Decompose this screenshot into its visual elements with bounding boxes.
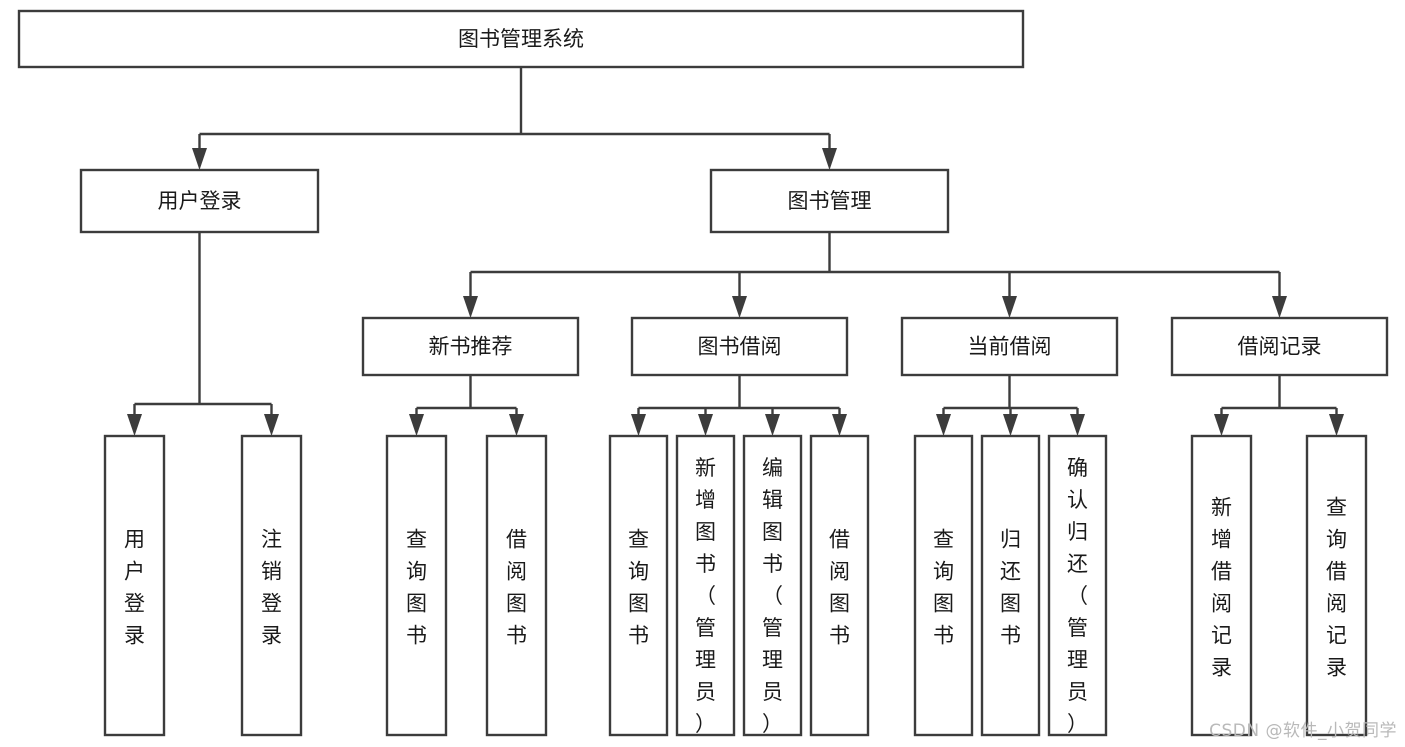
node-box-leaf-add-record[interactable]	[1190, 434, 1253, 737]
node-user-login[interactable]: 用户登录	[79, 168, 320, 234]
node-leaf-query-record[interactable]: 查询借阅记录	[1305, 434, 1368, 737]
node-leaf-return-book[interactable]: 归还图书	[980, 434, 1041, 737]
node-box-leaf-return-book[interactable]	[980, 434, 1041, 737]
node-root[interactable]: 图书管理系统	[17, 9, 1025, 69]
node-box-leaf-add-book[interactable]	[675, 434, 736, 737]
node-leaf-edit-book[interactable]: 编辑图书（管理员）	[742, 434, 803, 737]
node-leaf-add-record[interactable]: 新增借阅记录	[1190, 434, 1253, 737]
arrow-head-leaf-query-book-rec	[409, 414, 424, 436]
node-leaf-borrow-book-b[interactable]: 借阅图书	[809, 434, 870, 737]
arrow-head-leaf-query-book-c	[936, 414, 951, 436]
arrow-head-leaf-user-login	[127, 414, 142, 436]
node-label-leaf-logout: 注销登录	[261, 527, 282, 647]
node-label-leaf-add-record: 新增借阅记录	[1211, 495, 1232, 679]
node-box-leaf-confirm-return[interactable]	[1047, 434, 1108, 737]
node-leaf-logout[interactable]: 注销登录	[240, 434, 303, 737]
node-leaf-query-book-c[interactable]: 查询图书	[913, 434, 974, 737]
node-label-leaf-return-book: 归还图书	[1000, 527, 1021, 647]
node-label-new-book-rec: 新书推荐	[429, 335, 513, 359]
node-label-leaf-query-book-b: 查询图书	[628, 527, 649, 647]
arrow-head-leaf-borrow-book-b	[832, 414, 847, 436]
arrow-head-leaf-add-record	[1214, 414, 1229, 436]
arrow-head-leaf-confirm-return	[1070, 414, 1085, 436]
connector-group-book-manage	[463, 232, 1287, 318]
node-leaf-borrow-book-rec[interactable]: 借阅图书	[485, 434, 548, 737]
csdn-watermark: CSDN @软件_小贺同学	[1209, 721, 1397, 741]
node-box-leaf-logout[interactable]	[240, 434, 303, 737]
arrow-head-book-borrow	[732, 296, 747, 318]
node-new-book-rec[interactable]: 新书推荐	[361, 316, 580, 377]
connector-group-new-book-rec	[409, 375, 524, 436]
node-label-leaf-borrow-book-b: 借阅图书	[829, 527, 850, 647]
node-box-current-borrow[interactable]	[900, 316, 1119, 377]
node-box-leaf-user-login[interactable]	[103, 434, 166, 737]
node-label-leaf-user-login: 用户登录	[124, 527, 145, 647]
node-label-leaf-query-record: 查询借阅记录	[1326, 495, 1347, 679]
node-box-leaf-borrow-book-b[interactable]	[809, 434, 870, 737]
node-box-new-book-rec[interactable]	[361, 316, 580, 377]
node-box-book-manage[interactable]	[709, 168, 950, 234]
node-leaf-user-login[interactable]: 用户登录	[103, 434, 166, 737]
node-box-root[interactable]	[17, 9, 1025, 69]
arrow-head-leaf-borrow-book-rec	[509, 414, 524, 436]
arrow-head-leaf-logout	[264, 414, 279, 436]
arrow-head-book-manage	[822, 148, 837, 170]
arrow-head-new-book-rec	[463, 296, 478, 318]
node-label-book-manage: 图书管理	[788, 189, 872, 213]
node-book-borrow[interactable]: 图书借阅	[630, 316, 849, 377]
arrow-head-user-login	[192, 148, 207, 170]
arrow-head-leaf-return-book	[1003, 414, 1018, 436]
node-box-book-borrow[interactable]	[630, 316, 849, 377]
node-box-leaf-edit-book[interactable]	[742, 434, 803, 737]
node-label-current-borrow: 当前借阅	[968, 335, 1052, 359]
connectors-layer	[127, 67, 1344, 436]
node-book-manage[interactable]: 图书管理	[709, 168, 950, 234]
node-leaf-confirm-return[interactable]: 确认归还（管理员）	[1047, 434, 1108, 737]
node-label-leaf-add-book: 新增图书（管理员）	[695, 456, 716, 736]
node-box-leaf-query-book-b[interactable]	[608, 434, 669, 737]
node-label-leaf-query-book-c: 查询图书	[933, 527, 954, 647]
arrow-head-current-borrow	[1002, 296, 1017, 318]
arrow-head-leaf-query-book-b	[631, 414, 646, 436]
node-box-leaf-query-book-rec[interactable]	[385, 434, 448, 737]
node-leaf-query-book-b[interactable]: 查询图书	[608, 434, 669, 737]
arrow-head-leaf-edit-book	[765, 414, 780, 436]
connector-group-borrow-record	[1214, 375, 1344, 436]
node-label-root: 图书管理系统	[458, 27, 584, 51]
connector-group-root	[192, 67, 837, 170]
nodes-layer: 图书管理系统用户登录图书管理新书推荐图书借阅当前借阅借阅记录用户登录注销登录查询…	[17, 9, 1389, 737]
node-current-borrow[interactable]: 当前借阅	[900, 316, 1119, 377]
connector-group-user-login	[127, 232, 279, 436]
node-box-leaf-query-book-c[interactable]	[913, 434, 974, 737]
connector-group-book-borrow	[631, 375, 847, 436]
node-label-book-borrow: 图书借阅	[698, 335, 782, 359]
node-leaf-add-book[interactable]: 新增图书（管理员）	[675, 434, 736, 737]
node-label-leaf-edit-book: 编辑图书（管理员）	[762, 456, 783, 736]
node-box-leaf-borrow-book-rec[interactable]	[485, 434, 548, 737]
arrow-head-borrow-record	[1272, 296, 1287, 318]
node-borrow-record[interactable]: 借阅记录	[1170, 316, 1389, 377]
node-label-borrow-record: 借阅记录	[1238, 335, 1322, 359]
node-box-user-login[interactable]	[79, 168, 320, 234]
node-label-user-login: 用户登录	[158, 189, 242, 213]
node-label-leaf-borrow-book-rec: 借阅图书	[506, 527, 527, 647]
connector-group-current-borrow	[936, 375, 1085, 436]
node-leaf-query-book-rec[interactable]: 查询图书	[385, 434, 448, 737]
node-box-borrow-record[interactable]	[1170, 316, 1389, 377]
node-box-leaf-query-record[interactable]	[1305, 434, 1368, 737]
node-label-leaf-confirm-return: 确认归还（管理员）	[1067, 456, 1088, 736]
node-label-leaf-query-book-rec: 查询图书	[406, 527, 427, 647]
arrow-head-leaf-query-record	[1329, 414, 1344, 436]
arrow-head-leaf-add-book	[698, 414, 713, 436]
